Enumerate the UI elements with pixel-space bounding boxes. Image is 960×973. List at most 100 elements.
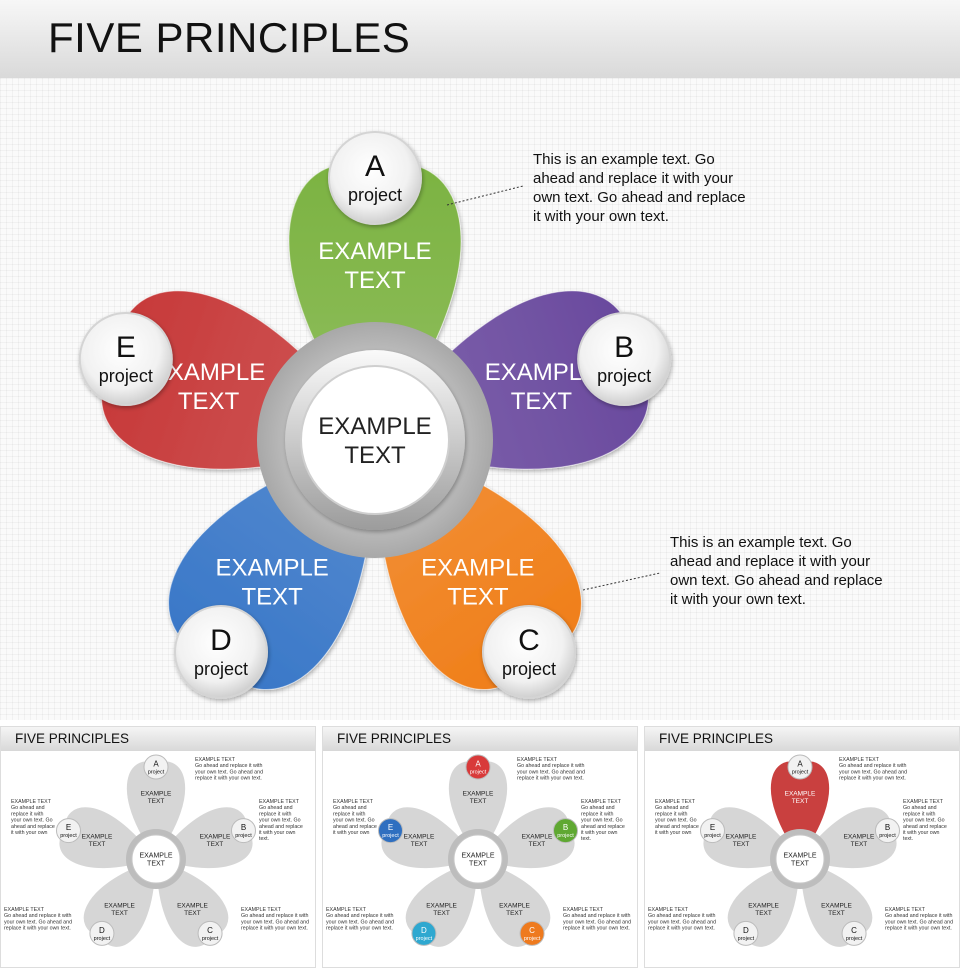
- thumb-badge-letter: D: [743, 926, 749, 935]
- badge-sub-label: project: [502, 659, 556, 679]
- thumb-badge-letter: C: [207, 926, 213, 935]
- thumb-badge-sub-label: project: [738, 936, 755, 942]
- badge-letter: D: [210, 624, 232, 657]
- thumbnail-title: FIVE PRINCIPLES: [659, 731, 774, 746]
- thumb-badge-sub-label: project: [235, 833, 252, 839]
- thumb-badge-sub-label: project: [846, 936, 863, 942]
- thumbnail-title: FIVE PRINCIPLES: [337, 731, 452, 746]
- thumb-center-circle: [453, 834, 503, 884]
- badge-sub-label: project: [99, 366, 153, 386]
- thumb-badge-sub-label: project: [792, 770, 809, 776]
- thumb-badge-sub-label: project: [557, 833, 574, 839]
- thumb-badge-letter: A: [153, 760, 159, 769]
- thumb-badge-sub-label: project: [60, 833, 77, 839]
- thumb-badge-letter: A: [475, 760, 481, 769]
- thumb-center-circle: [775, 834, 825, 884]
- note-text-a: This is an example text. Go ahead and re…: [533, 151, 746, 225]
- thumb-badge-letter: C: [851, 926, 857, 935]
- badge-sub-label: project: [194, 659, 248, 679]
- thumbnail-header: FIVE PRINCIPLES: [1, 727, 315, 751]
- thumbnail-title: FIVE PRINCIPLES: [15, 731, 130, 746]
- thumb-badge-sub-label: project: [470, 770, 487, 776]
- thumb-badge-sub-label: project: [416, 936, 433, 942]
- thumb-badge-letter: D: [421, 926, 427, 935]
- thumb-badge-letter: C: [529, 926, 535, 935]
- thumb-badge-sub-label: project: [704, 833, 721, 839]
- thumb-badge-sub-label: project: [879, 833, 896, 839]
- note-c-leader-line: [582, 572, 661, 591]
- thumb-center-circle: [131, 834, 181, 884]
- thumbnail-header: FIVE PRINCIPLES: [645, 727, 959, 751]
- badge-letter: B: [614, 331, 634, 364]
- thumb-badge-sub-label: project: [202, 936, 219, 942]
- thumb-badge-letter: E: [388, 823, 393, 832]
- note-a-leader-line: [446, 185, 524, 206]
- thumb-badge-sub-label: project: [382, 833, 399, 839]
- thumb-badge-sub-label: project: [148, 770, 165, 776]
- badge-sub-label: project: [348, 185, 402, 205]
- thumb-badge-letter: E: [66, 823, 71, 832]
- thumb-badge-sub-label: project: [524, 936, 541, 942]
- note-text-c: This is an example text. Go ahead and re…: [670, 534, 883, 608]
- header-bar: FIVE PRINCIPLES: [0, 0, 960, 78]
- center-circle[interactable]: [300, 365, 450, 515]
- badge-sub-label: project: [597, 366, 651, 386]
- badge-letter: C: [518, 624, 540, 657]
- thumb-badge-letter: E: [710, 823, 715, 832]
- badge-letter: E: [116, 331, 136, 364]
- thumb-badge-sub-label: project: [94, 936, 111, 942]
- thumb-badge-letter: B: [563, 823, 568, 832]
